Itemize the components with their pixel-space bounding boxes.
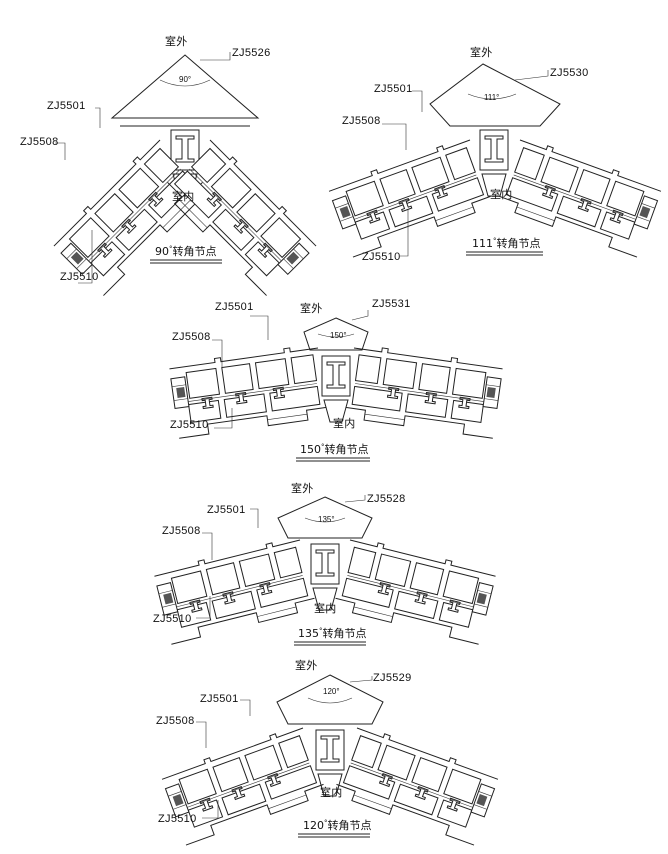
angle-label-90: 90° [179, 75, 191, 84]
sash-code-150: ZJ5508 [172, 331, 211, 343]
corner-cap-150 [303, 317, 369, 351]
corner-code-135: ZJ5528 [367, 493, 406, 505]
bottom-code-111: ZJ5510 [362, 251, 401, 263]
corner-post-135 [310, 543, 340, 611]
corner-code-90: ZJ5526 [232, 47, 271, 59]
outside-label-90: 室外 [165, 34, 188, 48]
frame-code-120: ZJ5501 [200, 693, 239, 705]
caption-deg-120: ° [324, 819, 328, 827]
corner-cap-90 [110, 54, 260, 119]
inside-label-111: 室内 [490, 187, 513, 201]
sash-code-120: ZJ5508 [156, 715, 195, 727]
left-arm-120 [160, 723, 328, 846]
angle-label-135: 135° [318, 515, 335, 524]
frame-code-135: ZJ5501 [207, 504, 246, 516]
svg-text:135°转角节点: 135°转角节点 [298, 626, 367, 640]
corner-cap-120 [276, 674, 384, 725]
frame-code-111: ZJ5501 [374, 83, 413, 95]
angle-label-120: 120° [323, 687, 340, 696]
inside-label-150: 室内 [333, 416, 356, 430]
inside-label-90: 室内 [172, 189, 195, 203]
inside-label-120: 室内 [320, 785, 343, 799]
outside-label-135: 室外 [291, 481, 314, 495]
frame-code-150: ZJ5501 [215, 301, 254, 313]
bottom-code-150: ZJ5510 [170, 419, 209, 431]
left-arm-111 [327, 135, 495, 258]
frame-code-90: ZJ5501 [47, 100, 86, 112]
corner-post-150 [321, 355, 351, 423]
sash-code-135: ZJ5508 [162, 525, 201, 537]
caption-num-111: 111 [472, 237, 493, 250]
caption-text-120: 转角节点 [328, 818, 372, 832]
caption-111: 111°转角节点 [466, 236, 543, 256]
caption-deg-90: ° [169, 245, 173, 253]
sash-code-111: ZJ5508 [342, 115, 381, 127]
outside-label-120: 室外 [295, 658, 318, 672]
svg-text:90°转角节点: 90°转角节点 [155, 244, 217, 258]
svg-text:150°转角节点: 150°转角节点 [300, 442, 369, 456]
caption-text-90: 转角节点 [173, 244, 217, 258]
bottom-code-90: ZJ5510 [60, 271, 99, 283]
caption-num-90: 90 [155, 245, 169, 258]
caption-num-135: 135 [298, 627, 319, 640]
caption-150: 150°转角节点 [296, 442, 370, 462]
corner-code-150: ZJ5531 [372, 298, 411, 310]
corner-code-111: ZJ5530 [550, 67, 589, 79]
bottom-code-120: ZJ5510 [158, 813, 197, 825]
caption-text-150: 转角节点 [325, 442, 369, 456]
sash-code-90: ZJ5508 [20, 136, 59, 148]
corner-cap-135 [277, 496, 373, 539]
caption-135: 135°转角节点 [294, 626, 367, 646]
detail-111 [327, 63, 663, 258]
caption-deg-135: ° [319, 627, 323, 635]
inside-label-135: 室内 [314, 601, 337, 615]
caption-num-150: 150 [300, 443, 321, 456]
outside-label-111: 室外 [470, 45, 493, 59]
caption-120: 120°转角节点 [298, 818, 372, 838]
detail-150 [168, 310, 504, 439]
detail-90 [50, 52, 320, 297]
angle-label-150: 150° [330, 331, 347, 340]
caption-num-120: 120 [303, 819, 324, 832]
caption-deg-111: ° [493, 237, 497, 245]
corner-cap-111 [429, 63, 561, 127]
outside-label-150: 室外 [300, 301, 323, 315]
svg-text:120°转角节点: 120°转角节点 [303, 818, 372, 832]
detail-120 [160, 674, 500, 846]
caption-deg-150: ° [321, 443, 325, 451]
left-arm-135 [152, 535, 318, 645]
angle-label-111: 111° [484, 93, 499, 102]
detail-135 [152, 495, 498, 645]
bottom-code-135: ZJ5510 [153, 613, 192, 625]
corner-code-120: ZJ5529 [373, 672, 412, 684]
caption-90: 90°转角节点 [150, 244, 222, 264]
right-arm-150 [343, 343, 504, 439]
caption-text-135: 转角节点 [323, 626, 367, 640]
svg-text:111°转角节点: 111°转角节点 [472, 236, 541, 250]
corner-post-111 [479, 129, 509, 197]
caption-text-111: 转角节点 [497, 236, 541, 250]
